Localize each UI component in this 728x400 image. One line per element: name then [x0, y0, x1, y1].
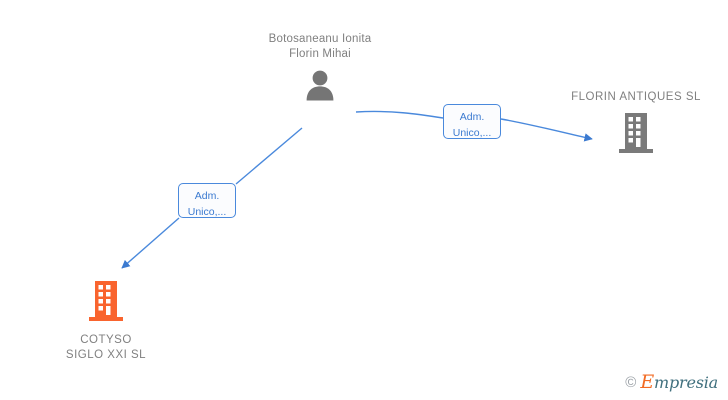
- node-company-florin-antiques[interactable]: FLORIN ANTIQUES SL: [568, 90, 704, 159]
- edge-label-adm-unico-left[interactable]: Adm. Unico,...: [178, 183, 236, 218]
- node-company-left-label: COTYSO SIGLO XXI SL: [65, 334, 147, 361]
- person-icon[interactable]: [303, 68, 337, 107]
- node-person[interactable]: Botosaneanu Ionita Florin Mihai: [258, 32, 382, 107]
- edge-person-to-left-label: [235, 127, 303, 185]
- empresia-watermark: © Empresia: [625, 373, 718, 392]
- node-person-label: Botosaneanu Ionita Florin Mihai: [268, 33, 372, 60]
- brand-rest: mpresia: [654, 373, 718, 392]
- edge-person-to-right-label: [355, 110, 444, 119]
- node-company-cotyso[interactable]: COTYSO SIGLO XXI SL: [33, 280, 179, 363]
- building-icon[interactable]: [617, 112, 655, 159]
- copyright-icon: ©: [625, 374, 637, 391]
- edge-label-adm-unico-right[interactable]: Adm. Unico,...: [443, 104, 501, 139]
- node-company-right-label: FLORIN ANTIQUES SL: [571, 91, 701, 103]
- edge-left-label-to-company: [121, 217, 180, 269]
- building-icon[interactable]: [87, 280, 125, 327]
- brand-wordmark: Empresia: [640, 373, 718, 392]
- brand-initial: E: [640, 371, 654, 393]
